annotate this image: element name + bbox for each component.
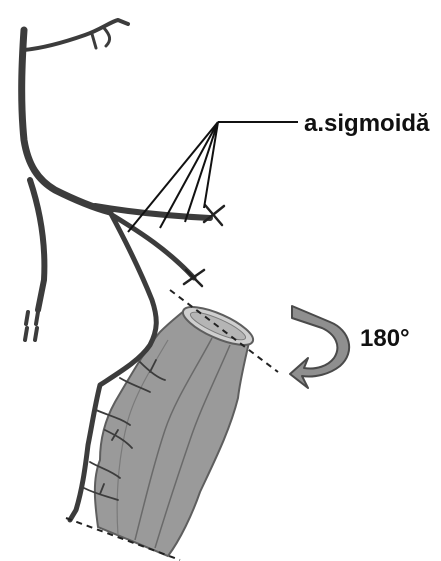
ligature-x-lower bbox=[184, 270, 204, 286]
rotation-arrow bbox=[290, 306, 349, 388]
cut-vessel-dashes bbox=[25, 312, 38, 340]
artery-top-branch bbox=[24, 20, 128, 50]
descending-branch bbox=[30, 180, 44, 310]
rotation-label: 180° bbox=[360, 325, 410, 352]
rotation-arrow-icon bbox=[290, 306, 349, 388]
colon-body bbox=[95, 310, 250, 556]
inferior-mesenteric-artery bbox=[22, 30, 110, 212]
sigmoid-branch-middle bbox=[112, 215, 194, 278]
sigmoid-artery-label: a.sigmoidă bbox=[304, 110, 430, 137]
